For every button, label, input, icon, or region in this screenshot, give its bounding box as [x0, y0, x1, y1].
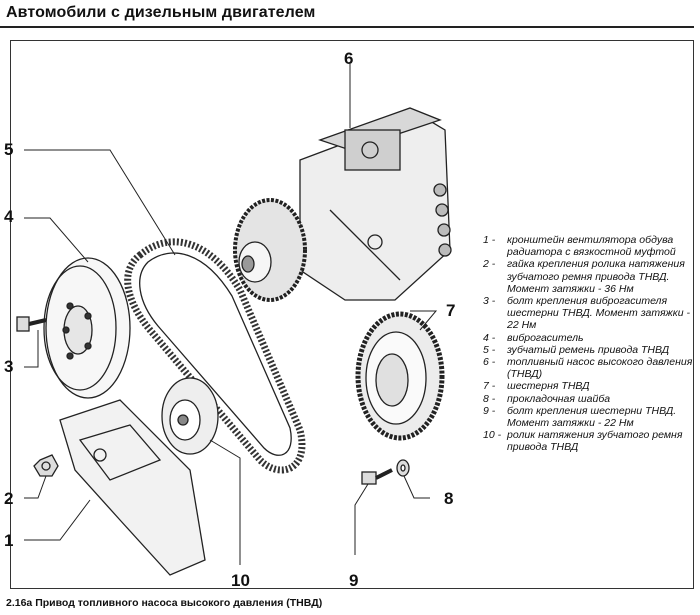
damper-bolt-illustration [16, 316, 47, 332]
callout-6: 6 [344, 49, 354, 68]
vibration-damper-illustration [43, 257, 131, 399]
leader-line-4 [24, 217, 89, 263]
toothed-belt-illustration [124, 238, 306, 474]
legend-text: зубчатый ремень привода ТНВД [507, 343, 670, 356]
legend-text: топливный насос высокого давления (ТНВД) [507, 356, 693, 381]
leader-line-9 [354, 483, 369, 555]
leader-line-8 [403, 475, 430, 499]
page-header: Автомобили с дизельным двигателем [0, 0, 700, 32]
legend-number: 8 - [483, 392, 496, 405]
tensioner-nut-illustration [33, 454, 59, 477]
gear-bolt-illustration [361, 468, 393, 485]
callout-5: 5 [4, 140, 14, 159]
leader-line-3 [24, 330, 39, 368]
legend-number: 5 - [483, 343, 496, 356]
legend-item: 8 - прокладочная шайба [483, 393, 693, 405]
legend-text: ролик натяжения зубчатого ремня привода … [507, 429, 683, 454]
legend-text: болт крепления виброгасителя шестерни ТН… [507, 295, 690, 332]
legend-number: 4 - [483, 331, 496, 344]
injection-pump-illustration [299, 107, 452, 301]
spacer-washer-illustration [396, 459, 410, 477]
legend-item: 9 - болт крепления шестерни ТНВД. Момент… [483, 405, 693, 429]
callout-10: 10 [231, 571, 250, 590]
page-title: Автомобили с дизельным двигателем [6, 4, 316, 21]
legend-number: 9 - [483, 404, 496, 417]
legend-number: 10 - [483, 429, 502, 442]
parts-legend: 1 - кронштейн вентилятора обдува радиато… [483, 234, 693, 454]
leader-line-5 [24, 149, 176, 256]
leader-line-7 [410, 310, 438, 331]
tensioner-roller-illustration [161, 377, 219, 455]
pump-gear-illustration [355, 311, 445, 441]
figure-caption: 2.16а Привод топливного насоса высокого … [6, 597, 323, 609]
figure-frame [10, 40, 694, 589]
callout-4: 4 [4, 207, 14, 226]
legend-number: 7 - [483, 380, 496, 393]
callout-1: 1 [4, 531, 14, 550]
leader-line-1 [24, 499, 91, 541]
legend-number: 1 - [483, 234, 496, 246]
callout-7: 7 [446, 301, 456, 320]
pump-hub-gear-illustration [233, 198, 307, 302]
legend-text: виброгаситель [507, 331, 584, 344]
legend-number: 3 - [483, 295, 496, 308]
callout-9: 9 [349, 571, 359, 590]
legend-item: 2 - гайка крепления ролика натяжения зуб… [483, 258, 693, 295]
fan-bracket-illustration [59, 399, 206, 576]
callout-3: 3 [4, 357, 14, 376]
legend-item: 1 - кронштейн вентилятора обдува радиато… [483, 234, 693, 258]
legend-text: шестерня ТНВД [507, 380, 590, 393]
legend-item: 3 - болт крепления виброгасителя шестерн… [483, 295, 693, 332]
legend-text: гайка крепления ролика натяжения зубчато… [507, 258, 685, 295]
legend-item: 5 - зубчатый ремень привода ТНВД [483, 344, 693, 356]
leader-line-10 [209, 439, 241, 565]
legend-number: 2 - [483, 258, 496, 271]
legend-item: 6 - топливный насос высокого давления (Т… [483, 356, 693, 380]
callout-8: 8 [444, 489, 454, 508]
legend-item: 7 - шестерня ТНВД [483, 380, 693, 392]
legend-text: болт крепления шестерни ТНВД. Момент зат… [507, 404, 677, 430]
header-divider [0, 26, 694, 28]
legend-item: 10 - ролик натяжения зубчатого ремня при… [483, 429, 693, 453]
legend-item: 4 - виброгаситель [483, 332, 693, 344]
legend-text: кронштейн вентилятора обдува радиатора с… [507, 234, 676, 259]
leader-line-2 [24, 475, 47, 499]
legend-text: прокладочная шайба [507, 392, 611, 405]
legend-number: 6 - [483, 356, 496, 369]
callout-2: 2 [4, 489, 14, 508]
